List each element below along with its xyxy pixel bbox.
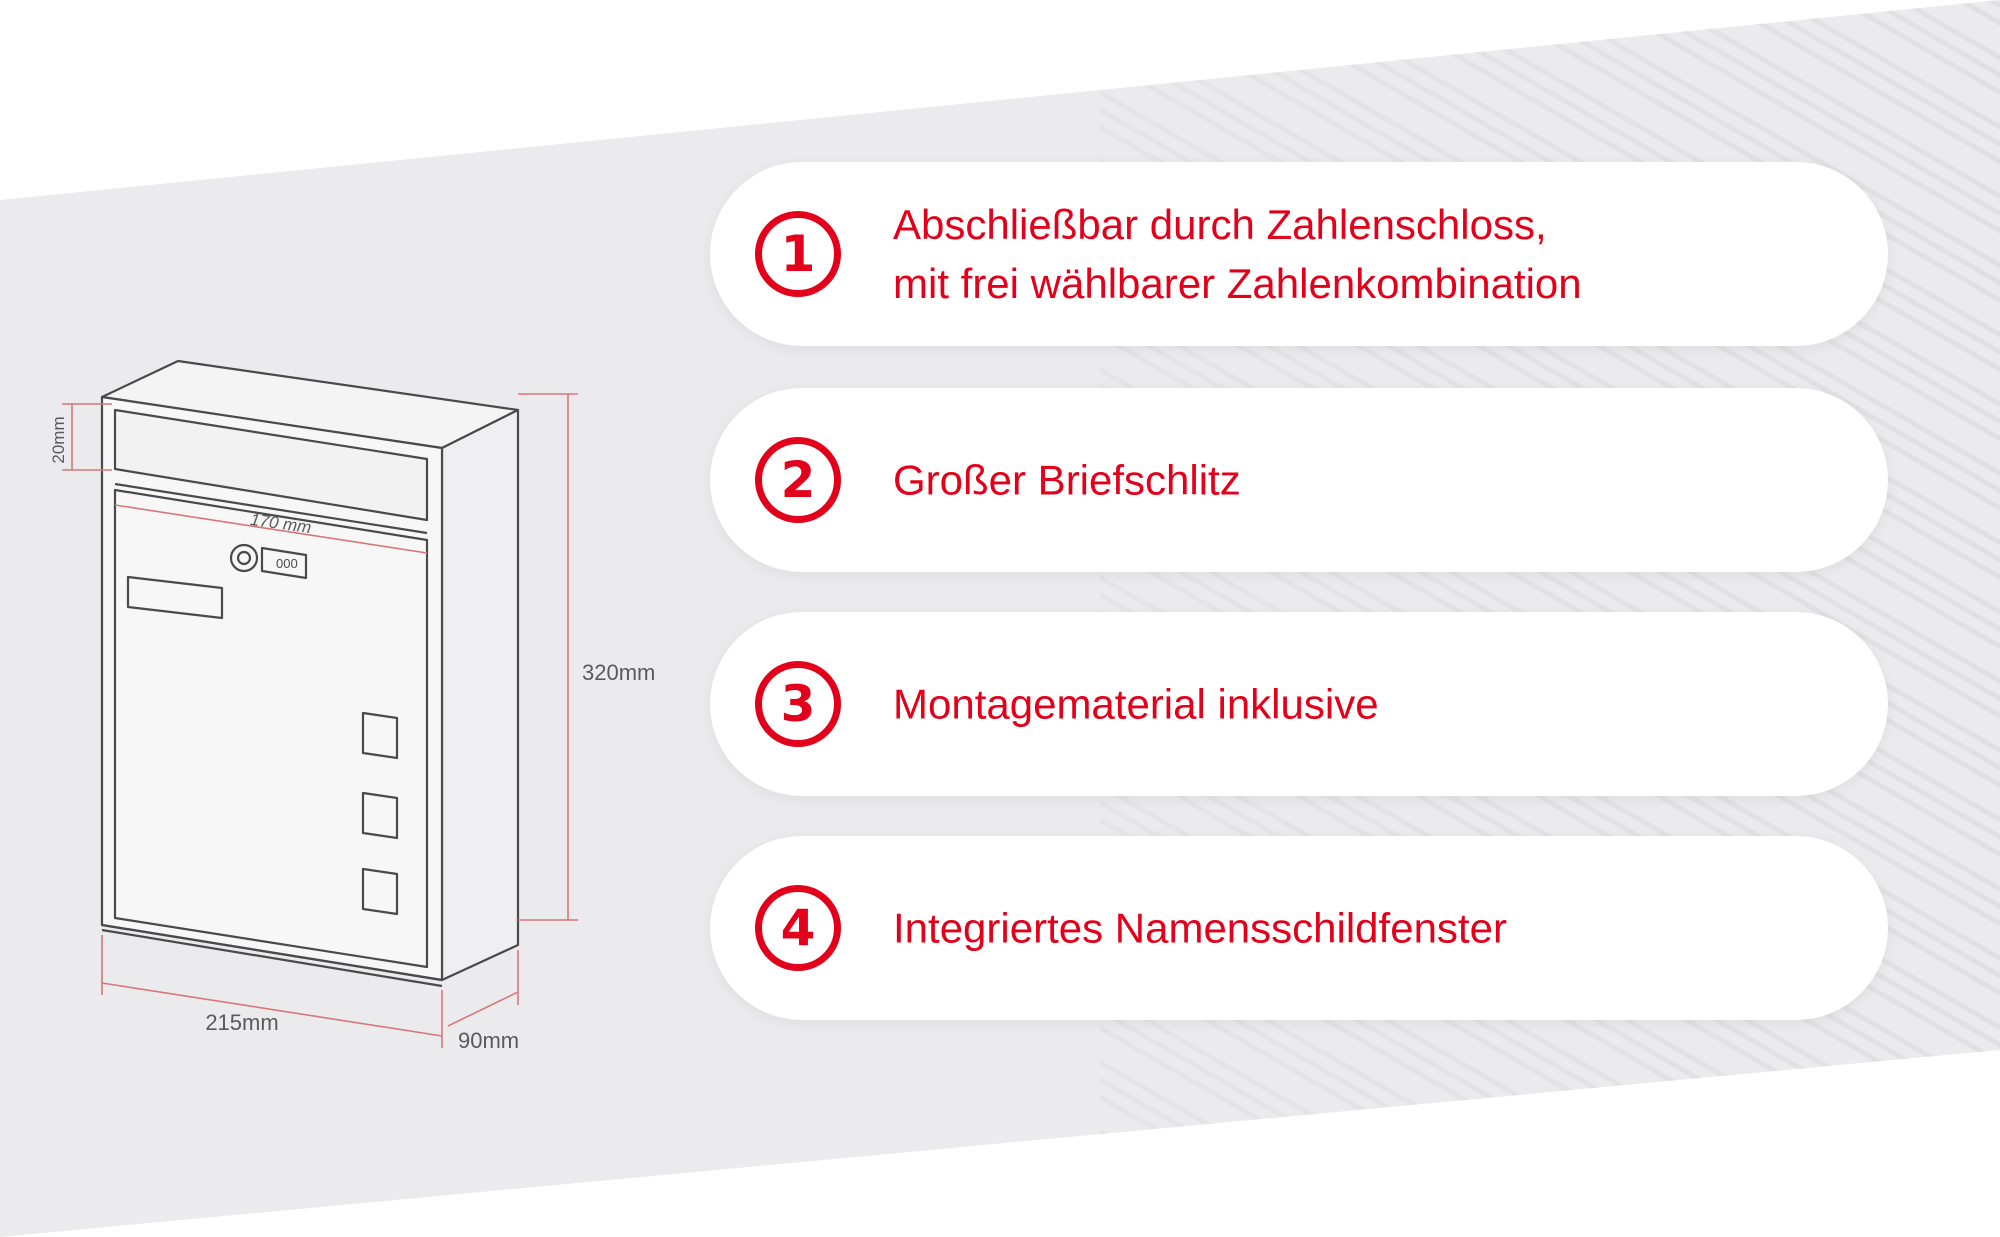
feature-text-1: Abschließbar durch Zahlenschloss, mit fr…	[893, 195, 1848, 313]
combination-lock-knob	[229, 543, 259, 573]
feature-text-3: Montagematerial inklusive	[893, 675, 1848, 734]
dimension-height: 320mm	[582, 660, 655, 685]
feature-item-4: 4 Integriertes Namensschildfenster	[710, 836, 1888, 1020]
feature-text-line: Großer Briefschlitz	[893, 456, 1241, 504]
door-window-1	[361, 711, 399, 760]
feature-item-3: 3 Montagematerial inklusive	[710, 612, 1888, 796]
feature-text-line: Montagematerial inklusive	[893, 680, 1379, 728]
name-plate-window	[126, 575, 224, 620]
feature-text-line: Abschließbar durch Zahlenschloss,	[893, 201, 1547, 248]
svg-text:000: 000	[276, 556, 298, 571]
door-window-2	[361, 791, 399, 840]
mailbox-technical-drawing: 000 20mm 170 mm 320mm 215mm 90mm	[49, 359, 655, 1053]
feature-number-1: 1	[755, 211, 841, 297]
feature-number-2: 2	[755, 437, 841, 523]
mail-slot-flap	[113, 408, 429, 522]
feature-item-1: 1 Abschließbar durch Zahlenschloss, mit …	[710, 162, 1888, 346]
feature-number-3: 3	[755, 661, 841, 747]
mailbox-side-face	[440, 408, 520, 982]
dimension-width: 215mm	[205, 1010, 278, 1035]
door-window-3	[361, 867, 399, 916]
mailbox-door	[113, 488, 429, 969]
feature-text-line: mit frei wählbarer Zahlenkombination	[893, 260, 1582, 307]
feature-item-2: 2 Großer Briefschlitz	[710, 388, 1888, 572]
dimension-flap: 20mm	[49, 416, 68, 463]
feature-text-line: Integriertes Namensschildfenster	[893, 904, 1507, 952]
feature-text-2: Großer Briefschlitz	[893, 451, 1848, 510]
feature-text-4: Integriertes Namensschildfenster	[893, 899, 1848, 958]
dimension-depth: 90mm	[458, 1028, 519, 1053]
feature-number-4: 4	[755, 885, 841, 971]
combination-lock-digits	[260, 546, 308, 580]
